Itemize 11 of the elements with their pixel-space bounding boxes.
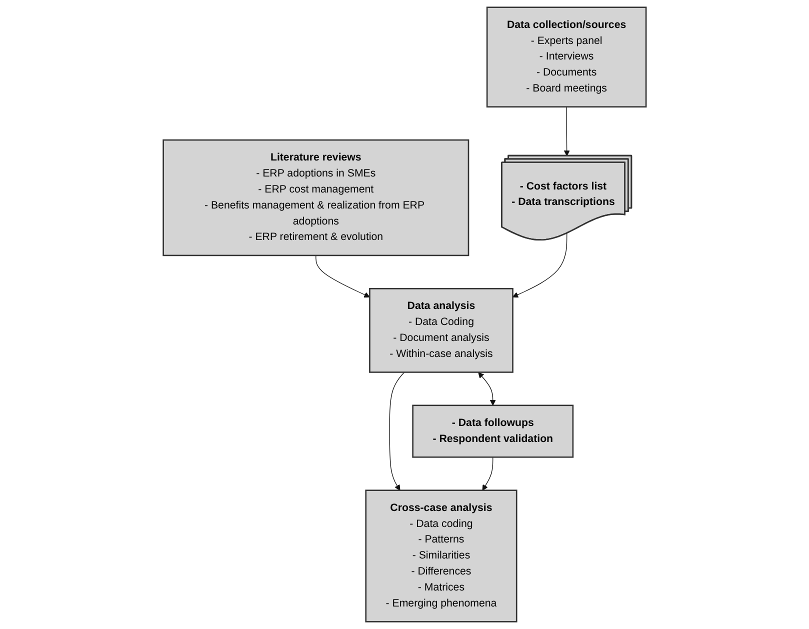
- arrow: [564, 106, 570, 156]
- node-box: Literature reviews - ERP adoptions in SMEs - ERP cost management - Benefits management & realization from ERP adoptions - ERP retirement & evolution: [162, 139, 469, 256]
- node-box: Cross-case analysis - Data coding - Patterns - Similarities - Differences - Matrices - Emerging phenomena: [365, 490, 518, 622]
- arrow: [482, 456, 494, 491]
- arrow: [512, 233, 568, 298]
- node-box: Data analysis - Data Coding - Document analysis - Within-case analysis: [368, 288, 514, 373]
- node-box: - Data followups - Respondent validation: [412, 404, 574, 458]
- arrow: [315, 255, 370, 298]
- arrow: [389, 372, 404, 491]
- node-box: Data collection/sources - Experts panel - Interviews - Documents - Board meetings: [486, 6, 647, 108]
- arrow: [478, 372, 496, 406]
